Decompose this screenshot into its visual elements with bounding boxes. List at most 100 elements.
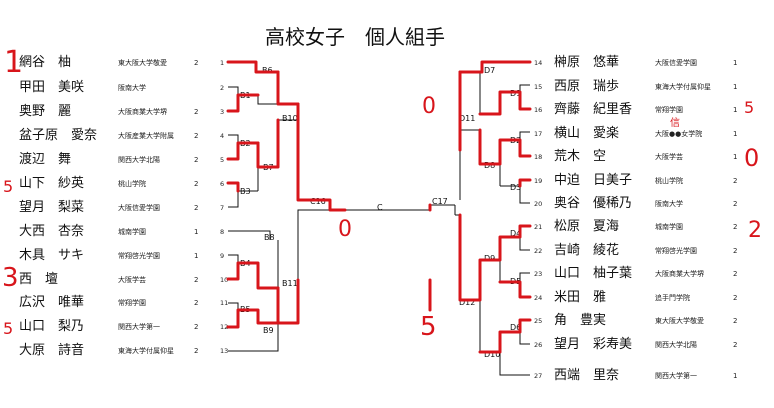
seed-number: 10: [220, 276, 228, 284]
right-row: 16 齊藤 紀里香 常翔学園 1: [534, 102, 737, 117]
left-row: 西 壇 大阪学芸 2 10: [19, 271, 228, 287]
seed-number: 4: [220, 132, 224, 140]
player-name: 網谷 柚: [19, 55, 71, 70]
seed-number: 11: [220, 299, 228, 307]
player-school: 関西大学北陽: [118, 155, 160, 164]
red-winner-paths: [226, 60, 532, 354]
seed-number: 2: [220, 84, 224, 92]
seed-number: 1: [220, 59, 224, 67]
player-grade: 2: [194, 276, 198, 284]
annotation-mark: 5: [744, 98, 754, 117]
player-school: 桃山学院: [655, 176, 683, 185]
player-grade: 1: [733, 59, 737, 67]
player-school: 東大阪大学敬愛: [118, 58, 167, 67]
seed-number: 5: [220, 156, 224, 164]
right-row: 26 望月 彩寿美 関西大学北陽 2: [534, 336, 737, 352]
player-grade: 1: [733, 83, 737, 91]
player-name: 盆子原 愛奈: [19, 128, 97, 143]
player-school: 東海大学付属仰星: [118, 346, 174, 355]
player-school: 阪南大学: [118, 83, 146, 92]
player-name: 渡辺 舞: [19, 151, 71, 167]
player-school: 追手門学院: [655, 293, 690, 302]
right-player-list: 14 榊原 悠華 大阪信愛学園 1 15 西原 瑞歩 東海大学付属仰星 1 16…: [534, 55, 737, 383]
seed-number: 25: [534, 317, 542, 325]
player-name: 荒木 空: [554, 149, 606, 164]
player-name: 大原 詩音: [19, 342, 84, 358]
player-school: 大阪商業大学堺: [655, 269, 704, 278]
player-grade: 2: [733, 223, 737, 231]
seed-number: 20: [534, 200, 542, 208]
seed-number: 21: [534, 223, 542, 231]
player-school: 関西大学第一: [655, 371, 697, 380]
seed-number: 15: [534, 83, 542, 91]
right-row: 17 横山 愛楽 大阪●●女学院 1: [534, 125, 737, 141]
player-grade: 2: [733, 270, 737, 278]
player-name: 広沢 唯華: [19, 295, 84, 310]
right-row: 27 西端 里奈 関西大学第一 1: [534, 368, 737, 383]
player-grade: 2: [733, 177, 737, 185]
left-player-list: 網谷 柚 東大阪大学敬愛 2 1 甲田 美咲 阪南大学 2 奥野 麗 大阪商業大…: [19, 55, 228, 358]
player-name: 中迫 日美子: [554, 173, 632, 188]
player-grade: 2: [194, 59, 198, 67]
left-row: 山下 紗英 桃山学院 2 6: [19, 176, 224, 191]
player-grade: 2: [194, 156, 198, 164]
seed-number: 22: [534, 247, 542, 255]
match-label-d10: D10: [484, 350, 500, 359]
player-name: 吉崎 綾花: [554, 242, 619, 258]
player-name: 山下 紗英: [19, 176, 84, 191]
match-label-c17: C17: [432, 197, 448, 206]
right-row: 22 吉崎 綾花 常翔啓光学園 2: [534, 242, 737, 258]
match-label-b10: B10: [282, 114, 298, 123]
annotation-mark: 5: [3, 177, 13, 196]
player-grade: 1: [733, 153, 737, 161]
right-row: 18 荒木 空 大阪学芸 1: [534, 149, 737, 164]
left-row: 山口 梨乃 関西大学第一 2 12: [19, 319, 228, 334]
player-name: 齊藤 紀里香: [554, 102, 632, 117]
seed-number: 27: [534, 372, 542, 380]
player-grade: 1: [733, 106, 737, 114]
player-school: 東大阪大学敬愛: [655, 316, 704, 325]
match-label-b3: B3: [240, 187, 251, 196]
player-name: 大西 杏奈: [19, 224, 84, 239]
player-grade: 2: [194, 299, 198, 307]
red-annotations: 1 5 3 5 0 0 5 5 0 2 信: [2, 45, 762, 342]
match-labels: B6 B1 B10 B2 B7 B3 C16 C C17 B8 B4 B11 B…: [240, 66, 521, 359]
player-school: 関西大学第一: [118, 322, 160, 331]
seed-number: 8: [220, 228, 224, 236]
left-row: 網谷 柚 東大阪大学敬愛 2 1: [19, 55, 224, 70]
player-grade: 2: [194, 323, 198, 331]
player-name: 横山 愛楽: [554, 125, 619, 141]
player-name: 望月 梨菜: [19, 199, 84, 215]
seed-number: 17: [534, 130, 542, 138]
left-row: 甲田 美咲 阪南大学 2: [19, 79, 224, 95]
left-row: 奥野 麗 大阪商業大学堺 2 3: [19, 104, 224, 119]
player-grade: 1: [733, 130, 737, 138]
player-name: 松原 夏海: [554, 219, 619, 234]
player-name: 山口 梨乃: [19, 319, 84, 334]
player-name: 米田 雅: [554, 290, 606, 305]
player-grade: 2: [733, 200, 737, 208]
annotation-mark: 0: [422, 94, 436, 119]
player-school: 桃山学院: [118, 179, 146, 188]
player-name: 西 壇: [19, 271, 58, 287]
right-row: 24 米田 雅 追手門学院 2: [534, 290, 737, 305]
player-school: 東海大学付属仰星: [655, 82, 711, 91]
player-grade: 2: [194, 347, 198, 355]
player-name: 奥谷 優稀乃: [554, 196, 632, 211]
player-name: 西原 瑞歩: [554, 79, 619, 94]
right-row: 20 奥谷 優稀乃 阪南大学 2: [534, 196, 737, 211]
match-label-b9: B9: [263, 326, 274, 335]
seed-number: 24: [534, 294, 542, 302]
match-label-d11: D11: [459, 114, 475, 123]
player-school: 大阪学芸: [655, 152, 683, 161]
seed-number: 12: [220, 323, 228, 331]
player-school: 城南学園: [118, 227, 146, 236]
player-grade: 2: [733, 341, 737, 349]
left-row: 大西 杏奈 城南学園 1 8: [19, 224, 224, 239]
player-school: 常翔啓光学園: [118, 251, 160, 260]
player-grade: 2: [194, 132, 198, 140]
left-row: 木具 サキ 常翔啓光学園 1 9: [19, 248, 224, 263]
left-row: 大原 詩音 東海大学付属仰星 2 13: [19, 342, 228, 358]
